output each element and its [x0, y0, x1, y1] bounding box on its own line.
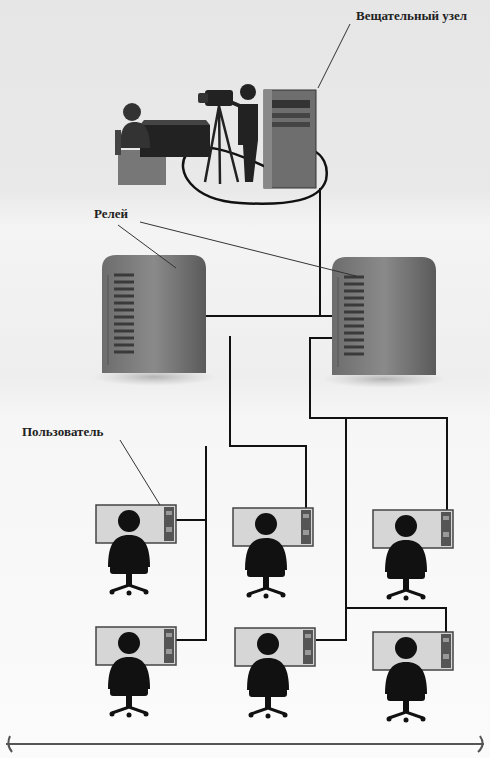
user-workstation — [373, 632, 453, 723]
broadcast-studio — [115, 84, 327, 204]
callout-label: Пользователь — [22, 424, 103, 440]
user-workstation — [235, 628, 315, 719]
user-workstation — [96, 627, 176, 718]
user-workstation — [373, 510, 453, 601]
relay-server — [322, 257, 446, 388]
callout-label: Релей — [94, 206, 128, 222]
bottom-bracket — [6, 736, 484, 752]
leader-line — [118, 24, 356, 505]
callout-label: Вещательный узел — [356, 8, 467, 24]
relay-server — [92, 255, 216, 386]
user-workstation — [233, 508, 313, 599]
user-workstation — [96, 505, 176, 596]
